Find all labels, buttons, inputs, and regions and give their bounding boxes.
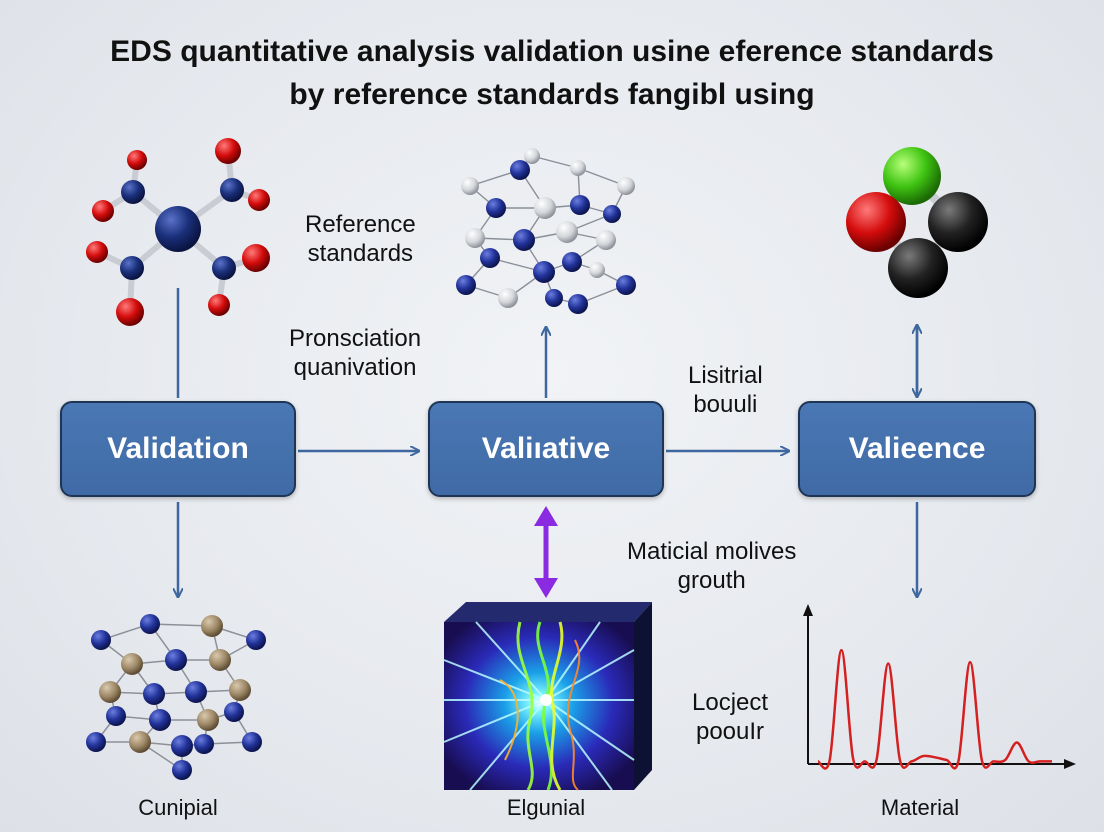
- lisitrial-line-1: Lisitrial: [688, 362, 763, 389]
- molecule-top-right: [846, 147, 988, 298]
- reference-standards-label: Reference standards: [305, 210, 416, 268]
- reference-line-1: Reference: [305, 211, 416, 238]
- highlight-double-arrow: [534, 506, 558, 598]
- pronsciation-label: Pronsciation quanivation: [289, 324, 421, 382]
- valiative-box-label: Valiıative: [481, 432, 611, 465]
- spectrum-x-axis-arrow: [1064, 759, 1076, 769]
- valieence-box-label: Valieence: [848, 432, 986, 465]
- title-line-1: EDS quantitative analysis validation usi…: [110, 35, 994, 68]
- connectors: [178, 288, 917, 596]
- spectrum-chart: [803, 604, 1076, 770]
- maticial-line-1: Maticial molives: [627, 538, 797, 565]
- locject-line-2: poouIr: [695, 718, 765, 745]
- maticial-label: Maticial molives grouth: [627, 537, 796, 595]
- maticial-line-2: grouth: [677, 567, 746, 594]
- bottom-label-left: Cunipial: [138, 795, 218, 820]
- bottom-label-center: Elgunial: [506, 795, 586, 820]
- pronsciation-line-2: quanivation: [293, 354, 417, 381]
- title-line-2: by reference standards fangibl using: [289, 78, 815, 111]
- validation-box-label: Validation: [107, 432, 249, 465]
- locject-label: Locject poouIr: [692, 688, 768, 746]
- crystal-bottom-left: [86, 614, 266, 780]
- spectral-burst-cube: [443, 602, 652, 791]
- pronsciation-line-1: Pronsciation: [289, 325, 422, 352]
- molecule-top-left: [86, 138, 270, 326]
- spectrum-y-axis-arrow: [803, 604, 813, 616]
- bottom-label-right: Material: [880, 795, 960, 820]
- spectrum-series-line: [816, 648, 1052, 770]
- lisitrial-label: Lisitrial bouuli: [688, 361, 763, 419]
- valiative-box[interactable]: Valiıative: [428, 401, 664, 497]
- lisitrial-line-2: bouuli: [693, 391, 758, 418]
- crystal-top-center: [456, 148, 636, 314]
- reference-line-2: standards: [307, 240, 414, 267]
- locject-line-1: Locject: [692, 689, 769, 716]
- page-title: EDS quantitative analysis validation usi…: [0, 30, 1104, 116]
- validation-box[interactable]: Validation: [60, 401, 296, 497]
- valieence-box[interactable]: Valieence: [798, 401, 1036, 497]
